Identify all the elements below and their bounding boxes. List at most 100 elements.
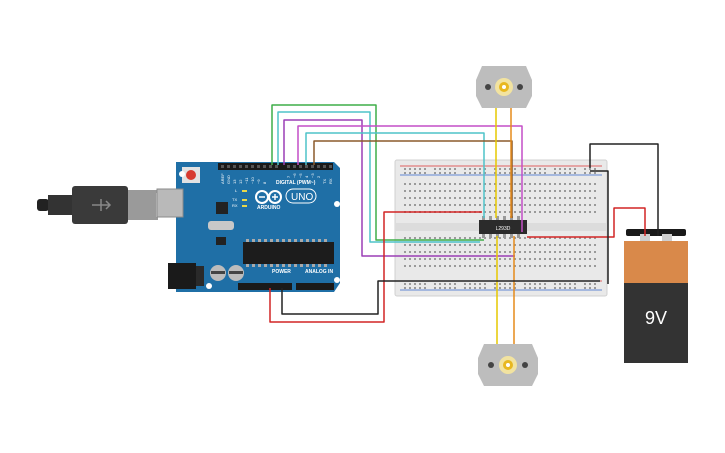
breadboard-hole	[429, 244, 431, 246]
breadboard-hole	[539, 244, 541, 246]
breadboard-hole	[529, 190, 531, 192]
breadboard-hole	[529, 197, 531, 199]
breadboard-hole	[414, 251, 416, 253]
breadboard-hole	[449, 251, 451, 253]
wire-black-battery	[589, 143, 659, 236]
breadboard-hole	[489, 244, 491, 246]
breadboard-hole	[554, 244, 556, 246]
breadboard-hole	[544, 190, 546, 192]
breadboard-hole	[419, 168, 421, 170]
breadboard-hole	[404, 265, 406, 267]
breadboard-hole	[484, 190, 486, 192]
breadboard-hole	[544, 251, 546, 253]
breadboard-hole	[444, 244, 446, 246]
breadboard-hole	[564, 190, 566, 192]
breadboard-hole	[524, 265, 526, 267]
breadboard-hole	[479, 258, 481, 260]
breadboard-hole	[459, 258, 461, 260]
breadboard-hole	[559, 244, 561, 246]
breadboard-hole	[449, 258, 451, 260]
breadboard-hole	[504, 258, 506, 260]
breadboard-hole	[594, 283, 596, 285]
breadboard-hole	[434, 197, 436, 199]
breadboard-hole	[589, 287, 591, 289]
breadboard-hole	[404, 244, 406, 246]
breadboard-hole	[509, 287, 511, 289]
pin-label-10: ~10	[250, 176, 255, 184]
breadboard-hole	[454, 190, 456, 192]
breadboard-hole	[559, 287, 561, 289]
breadboard-hole	[514, 168, 516, 170]
breadboard-hole	[594, 183, 596, 185]
breadboard-hole	[479, 197, 481, 199]
power-label: POWER	[272, 269, 291, 275]
breadboard-hole	[579, 258, 581, 260]
breadboard-hole	[409, 283, 411, 285]
breadboard-hole	[439, 168, 441, 170]
breadboard-hole	[579, 265, 581, 267]
breadboard-hole	[414, 204, 416, 206]
breadboard-hole	[459, 265, 461, 267]
breadboard-hole	[554, 258, 556, 260]
pin-label-tx: TX	[322, 179, 327, 184]
breadboard-hole	[584, 244, 586, 246]
breadboard-hole	[439, 204, 441, 206]
breadboard-hole	[569, 211, 571, 213]
breadboard-hole	[444, 283, 446, 285]
breadboard-hole	[534, 265, 536, 267]
breadboard-hole	[474, 265, 476, 267]
breadboard-hole	[469, 251, 471, 253]
breadboard-hole	[479, 287, 481, 289]
arduino-uno-board: AREF GND 13 12 ~11 ~10 ~9 8 7 ~6 ~5 4 ~3…	[156, 162, 340, 292]
breadboard-hole	[514, 244, 516, 246]
breadboard-hole	[524, 172, 526, 174]
wire-purple	[283, 119, 515, 257]
breadboard-hole	[454, 287, 456, 289]
breadboard-hole	[439, 258, 441, 260]
breadboard-hole	[519, 251, 521, 253]
breadboard-hole	[494, 283, 496, 285]
breadboard-hole	[424, 287, 426, 289]
breadboard-hole	[559, 190, 561, 192]
breadboard-hole	[544, 265, 546, 267]
breadboard-hole	[574, 283, 576, 285]
breadboard-hole	[454, 204, 456, 206]
breadboard-hole	[484, 204, 486, 206]
breadboard-hole	[434, 287, 436, 289]
breadboard-hole	[514, 197, 516, 199]
breadboard-hole	[559, 168, 561, 170]
breadboard-hole	[539, 287, 541, 289]
breadboard-hole	[549, 265, 551, 267]
breadboard-hole	[499, 265, 501, 267]
breadboard-hole	[464, 197, 466, 199]
breadboard-hole	[569, 204, 571, 206]
breadboard-hole	[414, 244, 416, 246]
breadboard-hole	[414, 172, 416, 174]
breadboard-hole	[569, 172, 571, 174]
pin-label-4: 4	[304, 175, 309, 178]
pin-label-3: ~3	[310, 173, 315, 178]
breadboard-hole	[414, 197, 416, 199]
breadboard-hole	[504, 168, 506, 170]
breadboard-hole	[519, 183, 521, 185]
breadboard-hole	[564, 197, 566, 199]
pin-label-11: ~11	[244, 177, 249, 184]
breadboard-hole	[499, 237, 501, 239]
breadboard-hole	[544, 211, 546, 213]
breadboard-hole	[529, 172, 531, 174]
breadboard-hole	[499, 190, 501, 192]
breadboard-hole	[439, 283, 441, 285]
breadboard-hole	[529, 287, 531, 289]
breadboard-hole	[519, 190, 521, 192]
breadboard-hole	[564, 211, 566, 213]
breadboard-hole	[589, 183, 591, 185]
breadboard-hole	[549, 183, 551, 185]
wire-magenta	[297, 125, 523, 232]
breadboard-hole	[479, 283, 481, 285]
breadboard-hole	[589, 197, 591, 199]
breadboard-hole	[469, 190, 471, 192]
breadboard-hole	[409, 172, 411, 174]
breadboard-hole	[564, 237, 566, 239]
breadboard-hole	[479, 237, 481, 239]
breadboard-hole	[489, 190, 491, 192]
